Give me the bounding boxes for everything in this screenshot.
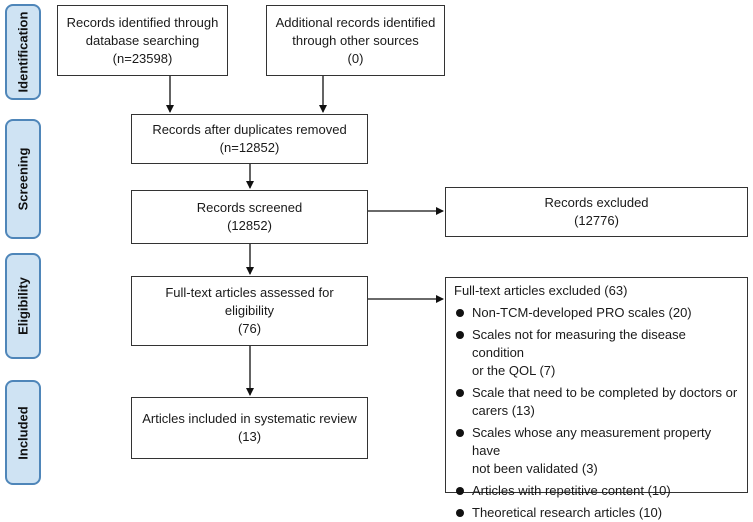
exclusion-reason: Scales not for measuring the disease con… [454,326,741,380]
phase-included: Included [5,380,41,485]
exclusion-reason-text: not been validated (3) [472,461,598,476]
records-database-box: Records identified through database sear… [57,5,228,76]
flow-arrows [166,76,444,396]
additional-records-line1: Additional records identified [275,14,436,30]
exclusion-reason: Scale that need to be completed by docto… [454,384,741,420]
fulltext-assessed-line2: eligibility [224,303,275,318]
exclusion-reason-text: Scales whose any measurement property ha… [472,425,712,458]
exclusion-reason: Articles with repetitive content (10) [454,482,741,500]
exclusion-reason-text: Non-TCM-developed PRO scales (20) [472,305,692,320]
exclusion-reason: Theoretical research articles (10) [454,504,741,522]
duplicates-removed-count: (n=12852) [219,140,280,155]
exclusion-reason-text: or the QOL (7) [472,363,556,378]
exclusion-reason-text: Articles with repetitive content (10) [472,483,671,498]
duplicates-removed-line1: Records after duplicates removed [152,122,347,137]
exclusion-reason: Scales whose any measurement property ha… [454,424,741,478]
records-excluded-box: Records excluded (12776) [445,187,748,237]
fulltext-excluded-box: Full-text articles excluded (63) Non-TCM… [445,277,748,520]
records-excluded-count: (12776) [574,213,619,228]
additional-records-box: Additional records identified through ot… [266,5,445,76]
records-database-line2: database searching [85,32,200,48]
records-screened-box: Records screened (12852) [131,190,368,244]
additional-records-line2: through other sources [292,32,419,48]
phase-identification: Identification [5,4,41,100]
phase-screening: Screening [5,119,41,239]
fulltext-assessed-count: (76) [237,321,262,336]
fulltext-assessed-box: Full-text articles assessed for eligibil… [131,276,368,346]
additional-records-count: (0) [347,50,364,66]
records-screened-count: (12852) [227,218,272,233]
articles-included-count: (13) [237,429,262,444]
exclusion-reason-text: Scale that need to be completed by docto… [472,385,738,400]
exclusion-reason-text: Theoretical research articles (10) [472,505,663,520]
articles-included-box: Articles included in systematic review (… [131,397,368,459]
fulltext-assessed-line1: Full-text articles assessed for [165,285,334,300]
exclusion-reason-text: Scales not for measuring the disease con… [472,327,686,360]
records-database-count: (n=23598) [112,50,173,66]
phase-eligibility: Eligibility [5,253,41,359]
exclusion-reasons-list: Non-TCM-developed PRO scales (20) Scales… [454,304,741,522]
fulltext-excluded-title: Full-text articles excluded (63) [454,283,628,298]
records-excluded-line1: Records excluded [544,195,649,210]
articles-included-line1: Articles included in systematic review [142,411,357,426]
exclusion-reason-text: carers (13) [472,403,535,418]
duplicates-removed-box: Records after duplicates removed (n=1285… [131,114,368,164]
prisma-flow-diagram: Identification Screening Eligibility Inc… [5,4,748,520]
exclusion-reason: Non-TCM-developed PRO scales (20) [454,304,741,322]
records-screened-line1: Records screened [196,200,303,215]
records-database-line1: Records identified through [66,14,219,30]
